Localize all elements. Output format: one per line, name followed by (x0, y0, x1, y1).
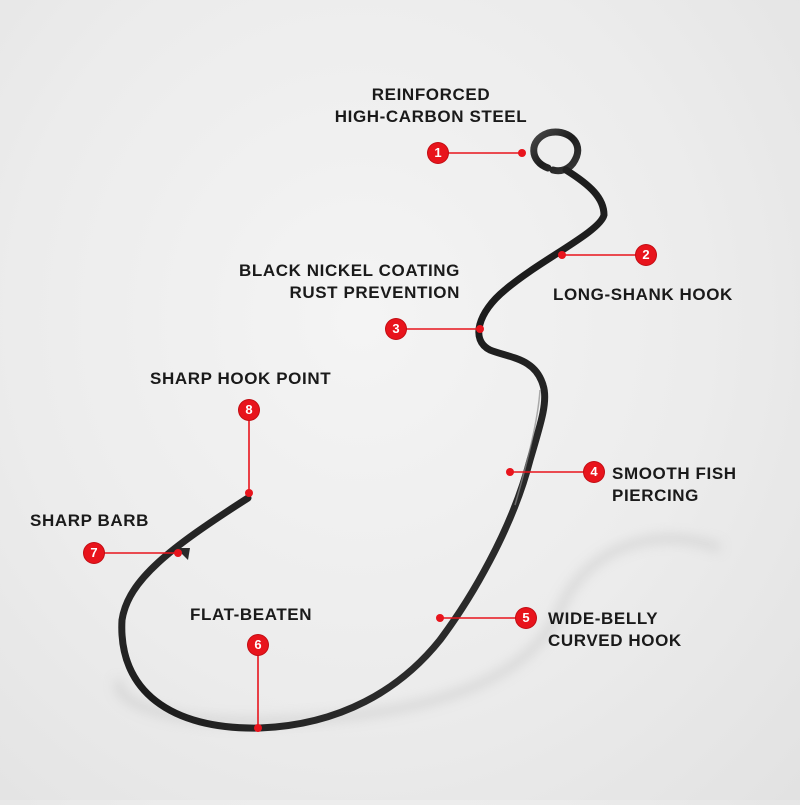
callout-5-line-2: CURVED HOOK (548, 631, 682, 650)
callout-badge-3: 3 (386, 319, 406, 339)
anchor-dot-1 (518, 149, 526, 157)
callout-badge-2: 2 (636, 245, 656, 265)
anchor-dot-3 (476, 325, 484, 333)
callout-label-5: WIDE-BELLY CURVED HOOK (548, 608, 682, 652)
callout-label-4: SMOOTH FISH PIERCING (612, 463, 737, 507)
callout-badge-4: 4 (584, 462, 604, 482)
callout-label-7: SHARP BARB (30, 510, 149, 532)
anchor-dot-5 (436, 614, 444, 622)
callout-2-line-1: LONG-SHANK HOOK (553, 285, 733, 304)
callout-5-line-1: WIDE-BELLY (548, 609, 659, 628)
callout-1-line-2: HIGH-CARBON STEEL (334, 107, 528, 126)
callout-label-6: FLAT-BEATEN (190, 604, 312, 626)
callout-3-line-2: RUST PREVENTION (289, 283, 460, 302)
callout-1-line-1: REINFORCED (371, 85, 491, 104)
callout-6-line-1: FLAT-BEATEN (190, 605, 313, 624)
callout-badge-8: 8 (239, 400, 259, 420)
callout-badge-5: 5 (516, 608, 536, 628)
anchor-dot-6 (254, 724, 262, 732)
anchor-dot-8 (245, 489, 253, 497)
callout-label-2: LONG-SHANK HOOK (553, 284, 733, 306)
hook-wire (118, 128, 608, 732)
hook-shadow (115, 535, 721, 726)
callout-label-3: BLACK NICKEL COATING RUST PREVENTION (190, 260, 460, 304)
anchor-dot-4 (506, 468, 514, 476)
callout-badge-6: 6 (248, 635, 268, 655)
callout-badge-1: 1 (428, 143, 448, 163)
callout-7-line-1: SHARP BARB (30, 511, 150, 530)
callout-8-line-1: SHARP HOOK POINT (150, 369, 332, 388)
callout-label-8: SHARP HOOK POINT (150, 368, 331, 390)
callout-label-1: REINFORCED HIGH-CARBON STEEL (310, 84, 552, 128)
anchor-dot-7 (174, 549, 182, 557)
callout-badge-7: 7 (84, 543, 104, 563)
callout-3-line-1: BLACK NICKEL COATING (238, 261, 460, 280)
callout-4-line-2: PIERCING (612, 486, 699, 505)
callout-4-line-1: SMOOTH FISH (612, 464, 737, 483)
anchor-dot-2 (558, 251, 566, 259)
